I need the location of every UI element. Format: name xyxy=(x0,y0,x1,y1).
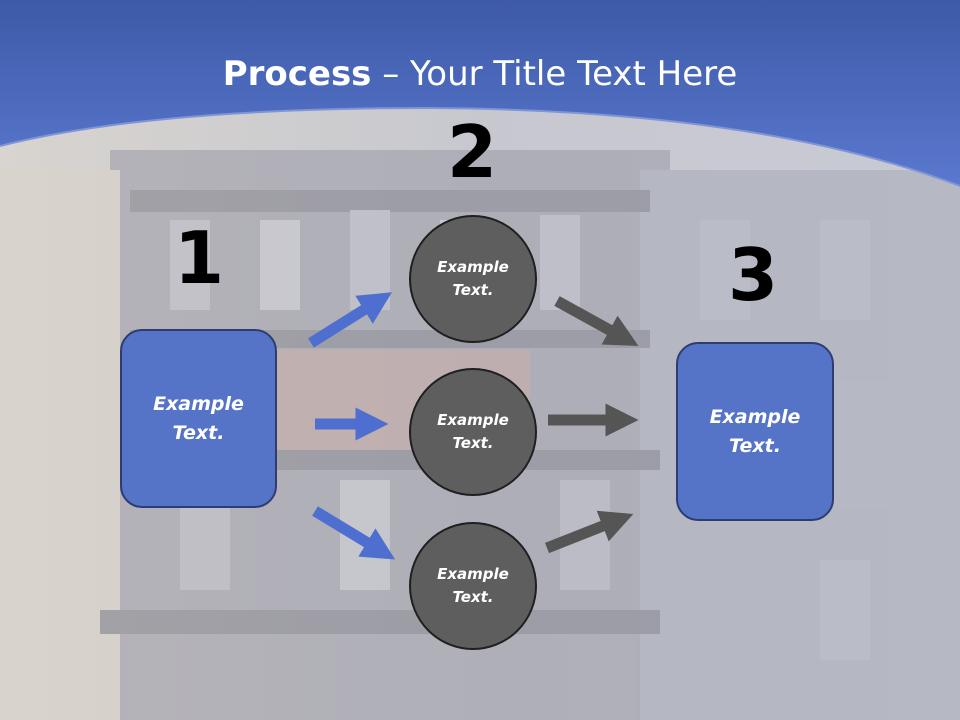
step-1-text-line1: Example xyxy=(153,392,244,415)
circle-middle: Example Text. xyxy=(409,368,537,496)
step-3-text-line2: Text. xyxy=(729,434,781,457)
arrow-from-circle-bottom xyxy=(544,510,634,554)
arrow-to-circle-bottom xyxy=(312,506,396,560)
circle-middle-line1: Example xyxy=(437,411,509,429)
arrow-to-circle-top xyxy=(308,292,392,348)
step-number-1: 1 xyxy=(173,216,225,300)
step-1-text: Example Text. xyxy=(153,390,244,448)
circle-bottom-line1: Example xyxy=(437,565,509,583)
step-number-2: 2 xyxy=(446,110,498,194)
step-1-text-line2: Text. xyxy=(172,421,225,444)
step-1-box: Example Text. xyxy=(120,329,277,508)
circle-bottom: Example Text. xyxy=(409,522,537,650)
header-band xyxy=(0,0,960,186)
circle-bottom-line2: Text. xyxy=(452,588,494,606)
slide-title: Process – Your Title Text Here xyxy=(0,52,960,96)
step-3-text-line1: Example xyxy=(709,405,801,428)
circle-middle-line2: Text. xyxy=(452,434,494,452)
step-number-3: 3 xyxy=(727,233,779,317)
step-3-box: Example Text. xyxy=(676,342,834,521)
title-rest: – Your Title Text Here xyxy=(371,54,738,94)
circle-top: Example Text. xyxy=(409,215,537,343)
arrow-from-circle-top xyxy=(554,296,639,346)
circle-top-line2: Text. xyxy=(452,281,494,299)
title-bold: Process xyxy=(222,54,372,94)
circle-top-line1: Example xyxy=(437,258,509,276)
step-3-text: Example Text. xyxy=(710,403,801,461)
header-curve-highlight xyxy=(0,106,960,187)
